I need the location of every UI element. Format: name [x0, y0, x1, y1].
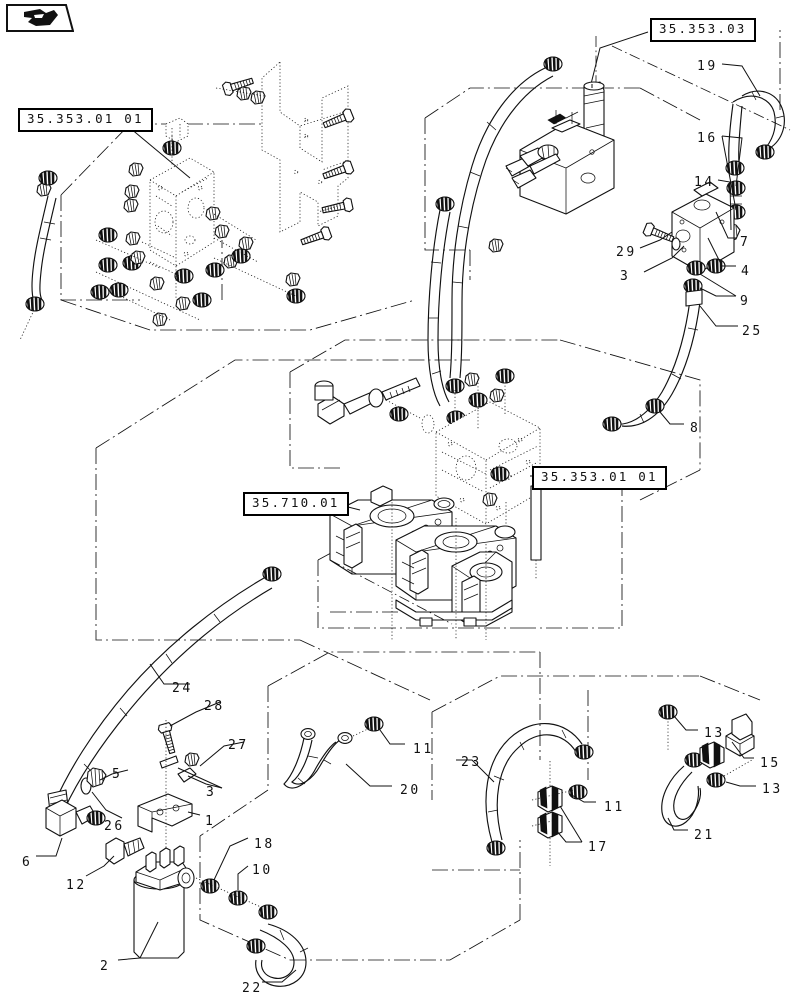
hose-24 — [47, 566, 282, 813]
item-number-10: 10 — [252, 863, 273, 878]
asm-center-valve — [314, 368, 545, 580]
item-number-3: 3 — [620, 269, 631, 284]
item-number-1: 1 — [205, 814, 216, 829]
item-number-29: 29 — [616, 245, 637, 260]
hose-center-top — [427, 56, 563, 426]
corner-logo — [6, 4, 74, 32]
item-number-13: 13 — [704, 726, 725, 741]
item-number-8: 8 — [690, 421, 701, 436]
item-number-21: 21 — [694, 828, 715, 843]
item-number-12: 12 — [66, 878, 87, 893]
item-number-11: 11 — [413, 742, 434, 757]
item-number-15: 15 — [760, 756, 781, 771]
item-number-13: 13 — [762, 782, 783, 797]
item-number-17: 17 — [588, 840, 609, 855]
item-number-9: 9 — [740, 294, 751, 309]
item-number-7: 7 — [740, 235, 751, 250]
item-number-26: 26 — [104, 819, 125, 834]
ref-leader-top-right — [589, 31, 791, 131]
item-number-23: 23 — [461, 755, 482, 770]
item-number-5: 5 — [112, 767, 123, 782]
item-number-28: 28 — [204, 699, 225, 714]
asm-center-bracket — [215, 61, 356, 250]
hose-21 — [658, 704, 756, 831]
hose-20 — [283, 716, 405, 789]
ref-callout-35-353-01-01-mid[interactable]: 35.353.01 01 — [532, 466, 667, 490]
item-number-11: 11 — [604, 800, 625, 815]
item-number-27: 27 — [228, 738, 249, 753]
asm-main-valve-stack — [329, 485, 517, 640]
item-number-6: 6 — [22, 855, 33, 870]
item-number-18: 18 — [254, 837, 275, 852]
item-number-4: 4 — [741, 264, 752, 279]
item-number-19: 19 — [697, 59, 718, 74]
asm-upper-left-valve — [90, 117, 306, 327]
hose-left-top — [19, 170, 58, 341]
asm-top-solenoid-valve — [505, 81, 615, 215]
ref-callout-35-353-03[interactable]: 35.353.03 — [650, 18, 756, 42]
item-number-24: 24 — [172, 681, 193, 696]
item-number-20: 20 — [400, 783, 421, 798]
asm-right-valve-block — [602, 63, 785, 432]
ref-callout-35-353-01-01-top[interactable]: 35.353.01 01 — [18, 108, 153, 132]
item-number-3: 3 — [206, 785, 217, 800]
item-number-14: 14 — [694, 175, 715, 190]
item-number-2: 2 — [100, 959, 111, 974]
ref-callout-35-710-01[interactable]: 35.710.01 — [243, 492, 349, 516]
item-number-16: 16 — [697, 131, 718, 146]
asm-filter — [36, 701, 309, 987]
hose-23 — [456, 723, 596, 866]
item-number-22: 22 — [242, 981, 263, 996]
item-number-25: 25 — [742, 324, 763, 339]
